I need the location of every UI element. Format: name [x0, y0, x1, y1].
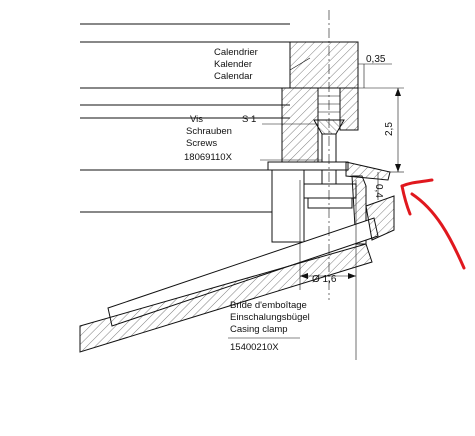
clamp-part-number: 15400210X [230, 342, 279, 353]
screw-part-number: 18069110X [184, 152, 233, 163]
screw-size: S 1 [242, 114, 256, 125]
case-body [79, 195, 395, 353]
screw-label-fr: Vis [190, 114, 203, 125]
dimension-lines [260, 57, 404, 360]
calendar-label-fr: Calendrier [214, 47, 258, 58]
clamp-label: Bride d'emboîtage Einschalungsbügel Casi… [228, 300, 310, 353]
dim-diameter: Ø 1,6 [312, 274, 337, 285]
dial-plate [267, 161, 391, 243]
clamp-label-fr: Bride d'emboîtage [230, 300, 307, 311]
calendar-label: Calendrier Kalender Calendar [214, 47, 258, 82]
clamp-label-de: Einschalungsbügel [230, 312, 310, 323]
dim-gap: 0,4 [373, 184, 384, 198]
annotation-arrow [400, 178, 466, 270]
dim-height: 2,5 [384, 122, 395, 136]
screw-label-en: Screws [186, 138, 217, 149]
case-lines [80, 23, 290, 213]
clamp-label-en: Casing clamp [230, 324, 288, 335]
dim-top-gap: 0,35 [366, 54, 386, 65]
calendar-label-en: Calendar [214, 71, 253, 82]
screw-label-de: Schrauben [186, 126, 232, 137]
calendar-label-de: Kalender [214, 59, 252, 70]
screw-label: Vis S 1 Schrauben Screws 18069110X [184, 114, 256, 163]
